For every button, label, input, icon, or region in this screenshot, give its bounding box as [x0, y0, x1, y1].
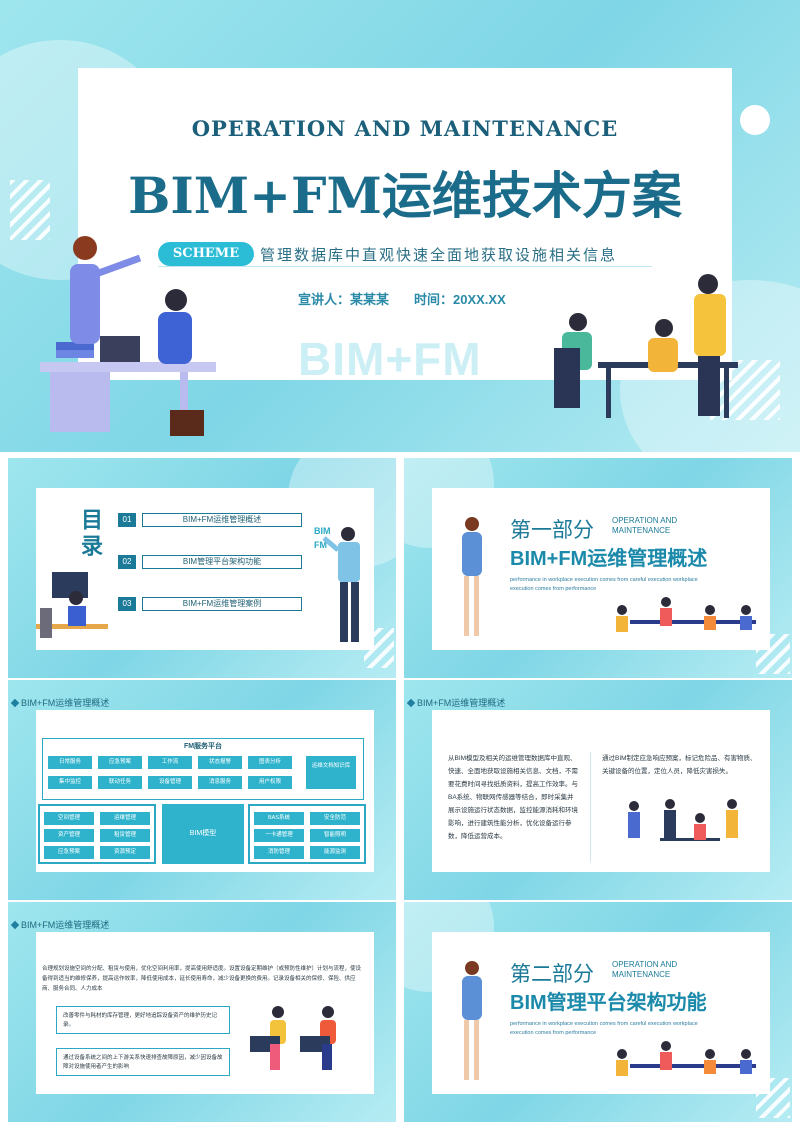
slide-cover[interactable]: OPERATION AND MAINTENANCE BIM+FM运维技术方案 S… — [0, 0, 800, 452]
platform-cell[interactable]: 设备管理 — [148, 776, 192, 789]
info-box-2: 通过设备系统之间的上下游关系快速排查故障原因，减少因设备故障对设施使用者产生的影… — [56, 1048, 230, 1076]
toc-item-3[interactable]: 03 BIM+FM运维管理案例 — [118, 596, 302, 612]
section-part: 第一部分 — [510, 519, 594, 542]
fm-service-platform: FM服务平台 — [42, 738, 364, 800]
divider — [158, 266, 652, 267]
module-cell[interactable]: 智能照明 — [310, 829, 360, 842]
office-people-illustration — [40, 236, 216, 436]
overview-paragraph: 合理规划设施空间的分配、租赁与使用，优化空间利用率，提高使用舒适度。设置设备定期… — [42, 966, 362, 992]
slide-toc[interactable]: 目录 01 BIM+FM运维管理概述 02 BIM管理平台架构功能 03 BIM… — [8, 458, 396, 678]
toc-number: 02 — [118, 555, 136, 569]
platform-cell[interactable]: 应急预案 — [98, 756, 142, 769]
main-title: BIM+FM运维技术方案 — [78, 156, 732, 228]
toc-title: 目录 — [78, 508, 103, 560]
platform-cell[interactable]: 图表分析 — [248, 756, 292, 769]
english-title: OPERATION AND MAINTENANCE — [191, 116, 619, 141]
section-title: BIM管理平台架构功能 — [510, 992, 707, 1014]
header-text: BIM+FM运维管理概述 — [21, 920, 110, 930]
decor-circle — [740, 105, 770, 135]
watermark-text: BIM+FM — [298, 333, 482, 385]
platform-cell[interactable]: 用户权限 — [248, 776, 292, 789]
text-card — [432, 710, 770, 872]
header-text: BIM+FM运维管理概述 — [417, 698, 506, 708]
slide-header: BIM+FM运维管理概述 — [8, 696, 109, 709]
left-paragraph: 从BIM模型及相关的运维管理数据库中直观、快速、全面地获取设施相关信息、文档，不… — [448, 755, 578, 840]
toc-label: BIM+FM运维管理案例 — [142, 597, 302, 611]
toc-label: BIM+FM运维管理概述 — [142, 513, 302, 527]
slide-overview-boxes[interactable]: BIM+FM运维管理概述 合理规划设施空间的分配、租赁与使用，优化空间利用率，提… — [8, 902, 396, 1122]
section-en-line-1: OPERATION AND — [612, 960, 678, 969]
info-box-1: 改善零件与耗材的库存管理，更好地追踪设备资产的维护历史记录。 — [56, 1006, 230, 1034]
toc-card — [36, 488, 374, 650]
slide-header: BIM+FM运维管理概述 — [8, 918, 109, 931]
title-bimfm: BIM+FM — [128, 166, 382, 225]
time: 时间：20XX.XX — [414, 292, 506, 307]
module-cell[interactable]: 资源预定 — [100, 846, 150, 859]
module-cell[interactable]: 能源监测 — [310, 846, 360, 859]
subtitle: 管理数据库中直观快速全面地获取设施相关信息 — [260, 247, 618, 264]
section-desc: performance in workplace execution comes… — [510, 577, 698, 592]
meeting-illustration — [554, 274, 738, 418]
module-cell[interactable]: 应急预案 — [44, 846, 94, 859]
team-meeting-illustration — [616, 1041, 756, 1076]
platform-cell[interactable]: 消息服务 — [198, 776, 242, 789]
diamond-icon — [406, 698, 416, 707]
scheme-badge: SCHEME — [158, 242, 254, 266]
diamond-icon — [10, 698, 20, 707]
divider — [590, 752, 591, 862]
desk-worker-illustration — [36, 572, 108, 638]
slide-section-2[interactable]: 第二部分 OPERATION AND MAINTENANCE BIM管理平台架构… — [404, 902, 792, 1122]
laptop-workers-illustration — [250, 1006, 336, 1070]
title-cn: 运维技术方案 — [381, 166, 682, 225]
slide-fm-platform[interactable]: BIM+FM运维管理概述 FM服务平台 日常服务 应急预案 工作流 状态报警 图… — [8, 680, 396, 900]
team-illustration — [628, 799, 738, 841]
bimfm-line-2: FM — [314, 540, 327, 550]
module-cell[interactable]: 安全防范 — [310, 812, 360, 825]
section-en: OPERATION AND MAINTENANCE — [612, 516, 677, 536]
toc-item-1[interactable]: 01 BIM+FM运维管理概述 — [118, 512, 302, 528]
platform-cell[interactable]: 日常服务 — [48, 756, 92, 769]
toc-number: 03 — [118, 597, 136, 611]
right-paragraph: 通过BIM制定应急响应预案，标记危险品、有害物质、关键设备的位置，定位人员，降低… — [602, 755, 757, 775]
section-desc: performance in workplace execution comes… — [510, 1021, 698, 1036]
platform-cell[interactable]: 状态报警 — [198, 756, 242, 769]
section-title: BIM+FM运维管理概述 — [510, 548, 708, 570]
toc-label: BIM管理平台架构功能 — [142, 555, 302, 569]
platform-title: FM服务平台 — [183, 743, 223, 750]
team-meeting-illustration — [616, 597, 756, 632]
header-text: BIM+FM运维管理概述 — [21, 698, 110, 708]
diamond-icon — [10, 920, 20, 929]
module-cell[interactable]: 一卡通管理 — [254, 829, 304, 842]
module-cell[interactable]: BAS系统 — [254, 812, 304, 825]
slide-section-1[interactable]: 第一部分 OPERATION AND MAINTENANCE BIM+FM运维管… — [404, 458, 792, 678]
bimfm-label: BIM FM — [314, 524, 331, 552]
presenter: 宣讲人：某某某 — [298, 292, 390, 307]
decor-stripes — [10, 180, 50, 240]
platform-cell[interactable]: 联动任务 — [98, 776, 142, 789]
module-cell[interactable]: 租赁管理 — [100, 829, 150, 842]
module-cell[interactable]: 资产管理 — [44, 829, 94, 842]
platform-cell[interactable]: 工作流 — [148, 756, 192, 769]
section-part: 第二部分 — [510, 963, 594, 986]
section-en-line-2: MAINTENANCE — [612, 970, 671, 979]
toc-item-2[interactable]: 02 BIM管理平台架构功能 — [118, 554, 302, 570]
knowledge-base-cell[interactable]: 运维文档知识库 — [306, 756, 356, 789]
slide-overview-text[interactable]: BIM+FM运维管理概述 从BIM模型及相关的运维管理数据库中直观、快速、全面地… — [404, 680, 792, 900]
text-card — [36, 932, 374, 1094]
toc-number: 01 — [118, 513, 136, 527]
module-cell[interactable]: 运维管理 — [100, 812, 150, 825]
platform-cell[interactable]: 集中监控 — [48, 776, 92, 789]
module-cell[interactable]: 消防管理 — [254, 846, 304, 859]
presenter-man-illustration — [322, 527, 360, 642]
slide-header: BIM+FM运维管理概述 — [404, 696, 505, 709]
woman-illustration — [462, 961, 482, 1080]
module-cell[interactable]: 空间管理 — [44, 812, 94, 825]
bim-model-block[interactable]: BIM模型 — [162, 804, 244, 864]
woman-illustration — [462, 517, 482, 636]
section-en: OPERATION AND MAINTENANCE — [612, 960, 677, 980]
section-en-line-1: OPERATION AND — [612, 516, 678, 525]
bimfm-line-1: BIM — [314, 526, 331, 536]
section-en-line-2: MAINTENANCE — [612, 526, 671, 535]
